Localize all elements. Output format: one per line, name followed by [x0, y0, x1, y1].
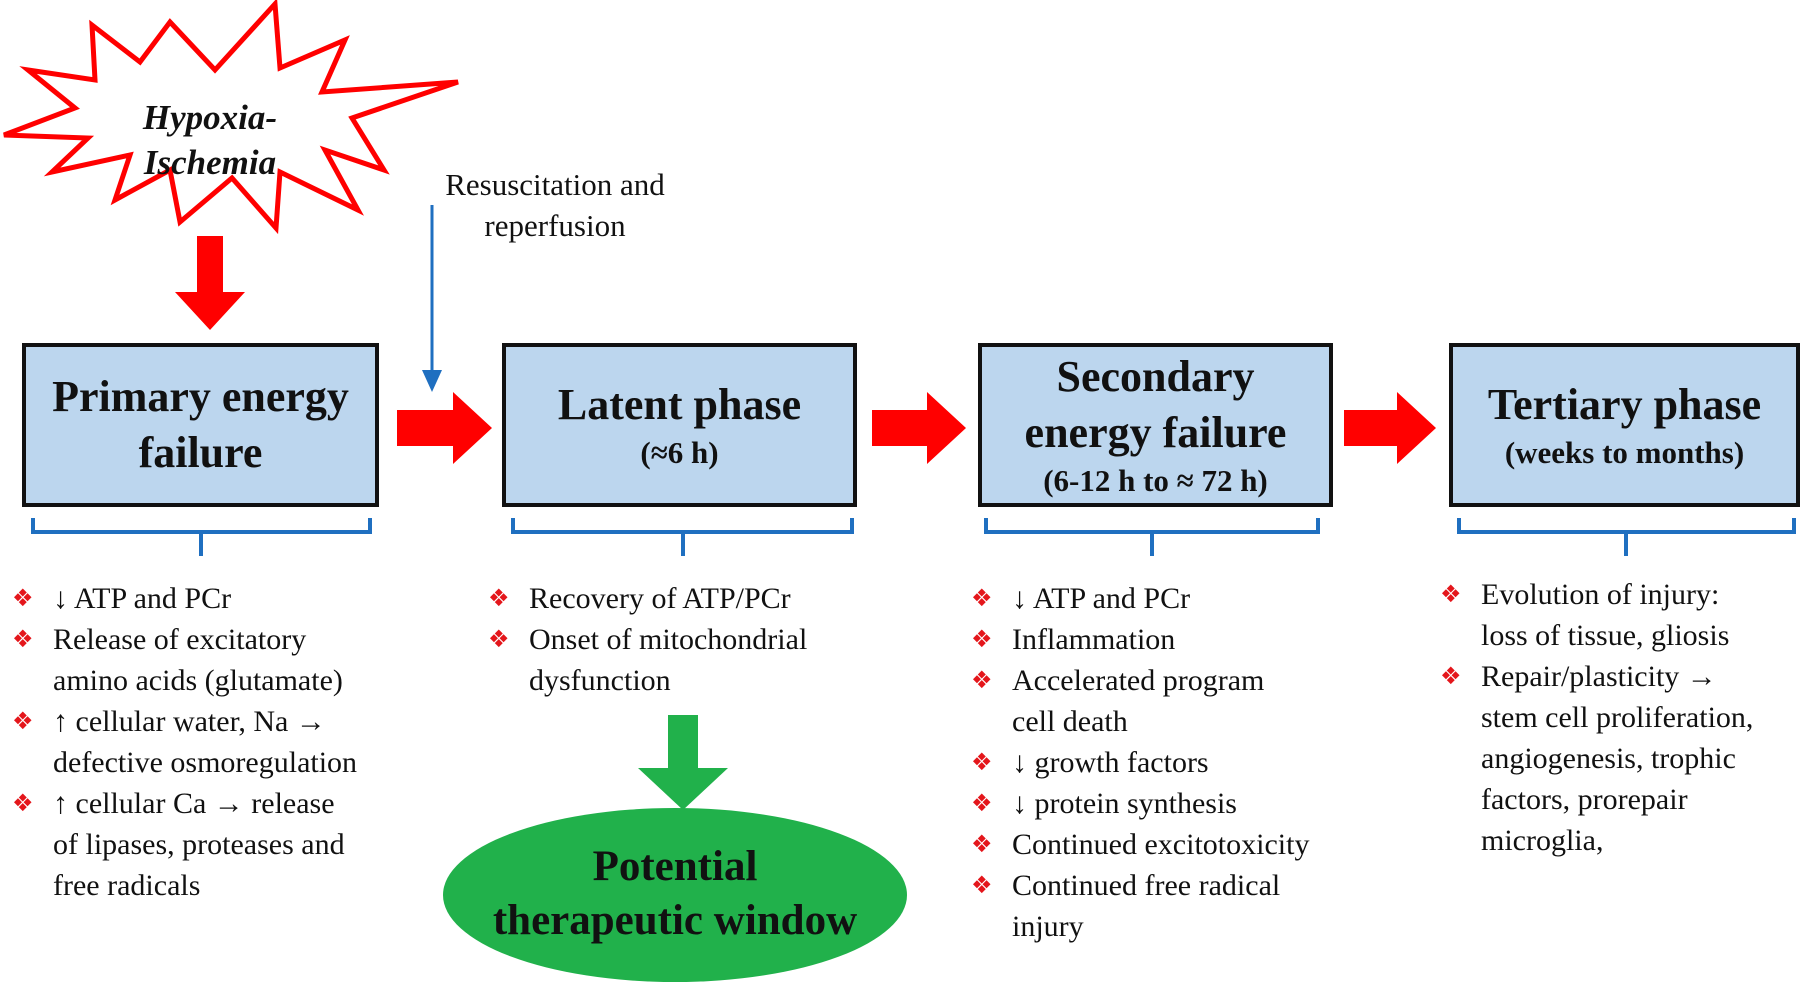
list-item: ❖Onset of mitochondrial dysfunction [488, 619, 888, 701]
phase-title-secondary: Secondary energy failure [1024, 352, 1287, 457]
down-arrow-to-window [638, 715, 728, 810]
phase-box-tertiary: Tertiary phase (weeks to months) [1449, 343, 1800, 507]
therapeutic-window-label: Potential therapeutic window [492, 843, 858, 944]
bullet-icon: ❖ [12, 707, 34, 735]
list-item: ❖Repair/plasticity → stem cell prolifera… [1440, 656, 1800, 861]
list-item: ❖Continued excitotoxicity [971, 824, 1371, 865]
bullet-icon: ❖ [971, 748, 993, 776]
bullet-list-primary: ❖↓ ATP and PCr ❖Release of excitatory am… [12, 578, 402, 906]
list-item: ❖↓ ATP and PCr [12, 578, 402, 619]
list-item: ❖Inflammation [971, 619, 1371, 660]
flow-arrow-1 [397, 392, 492, 464]
hypoxia-ischemia-label: Hypoxia- Ischemia [142, 98, 278, 182]
flow-arrow-2 [872, 392, 966, 464]
bracket-secondary [984, 518, 1320, 556]
resuscitation-label: Resuscitation and reperfusion [445, 167, 665, 243]
phase-title-latent: Latent phase [557, 380, 802, 429]
bullet-icon: ❖ [488, 584, 510, 612]
therapeutic-window-ellipse [443, 808, 907, 982]
list-item: ❖Recovery of ATP/PCr [488, 578, 888, 619]
phase-box-primary: Primary energy failure [22, 343, 379, 507]
bullet-list-tertiary: ❖Evolution of injury: loss of tissue, gl… [1440, 574, 1800, 861]
list-item: ❖↑ cellular water, Na → defective osmore… [12, 701, 402, 783]
bullet-list-secondary: ❖↓ ATP and PCr ❖Inflammation ❖Accelerate… [971, 578, 1371, 947]
phase-subtitle-latent: (≈6 h) [640, 435, 719, 470]
list-item: ❖↑ cellular Ca → release of lipases, pro… [12, 783, 402, 906]
bullet-icon: ❖ [971, 666, 993, 694]
list-item: ❖Evolution of injury: loss of tissue, gl… [1440, 574, 1800, 656]
bullet-icon: ❖ [12, 584, 34, 612]
bullet-icon: ❖ [488, 625, 510, 653]
resuscitation-arrow-head [422, 370, 442, 392]
bullet-icon: ❖ [12, 625, 34, 653]
bullet-icon: ❖ [1440, 580, 1462, 608]
bullet-icon: ❖ [12, 789, 34, 817]
phase-title-tertiary: Tertiary phase [1487, 380, 1762, 429]
bullet-icon: ❖ [971, 789, 993, 817]
list-item: ❖↓ protein synthesis [971, 783, 1371, 824]
bullet-icon: ❖ [971, 830, 993, 858]
bullet-icon: ❖ [971, 625, 993, 653]
list-item: ❖Continued free radical injury [971, 865, 1371, 947]
down-arrow-to-primary [175, 236, 245, 330]
list-item: ❖↓ growth factors [971, 742, 1371, 783]
bracket-tertiary [1457, 518, 1796, 556]
bracket-latent [511, 518, 854, 556]
phase-title-primary: Primary energy failure [52, 372, 349, 477]
bracket-primary [31, 518, 372, 556]
phase-box-secondary: Secondary energy failure (6-12 h to ≈ 72… [978, 343, 1333, 507]
bullet-icon: ❖ [971, 871, 993, 899]
flow-arrow-3 [1344, 392, 1436, 464]
phase-subtitle-tertiary: (weeks to months) [1504, 435, 1745, 470]
list-item: ❖Accelerated program cell death [971, 660, 1371, 742]
phase-box-latent: Latent phase (≈6 h) [502, 343, 857, 507]
bullet-list-latent: ❖Recovery of ATP/PCr ❖Onset of mitochond… [488, 578, 888, 701]
bullet-icon: ❖ [1440, 662, 1462, 690]
bullet-icon: ❖ [971, 584, 993, 612]
hypoxia-starburst-shape [3, 0, 459, 235]
list-item: ❖↓ ATP and PCr [971, 578, 1371, 619]
list-item: ❖Release of excitatory amino acids (glut… [12, 619, 402, 701]
phase-subtitle-secondary: (6-12 h to ≈ 72 h) [1043, 463, 1268, 498]
